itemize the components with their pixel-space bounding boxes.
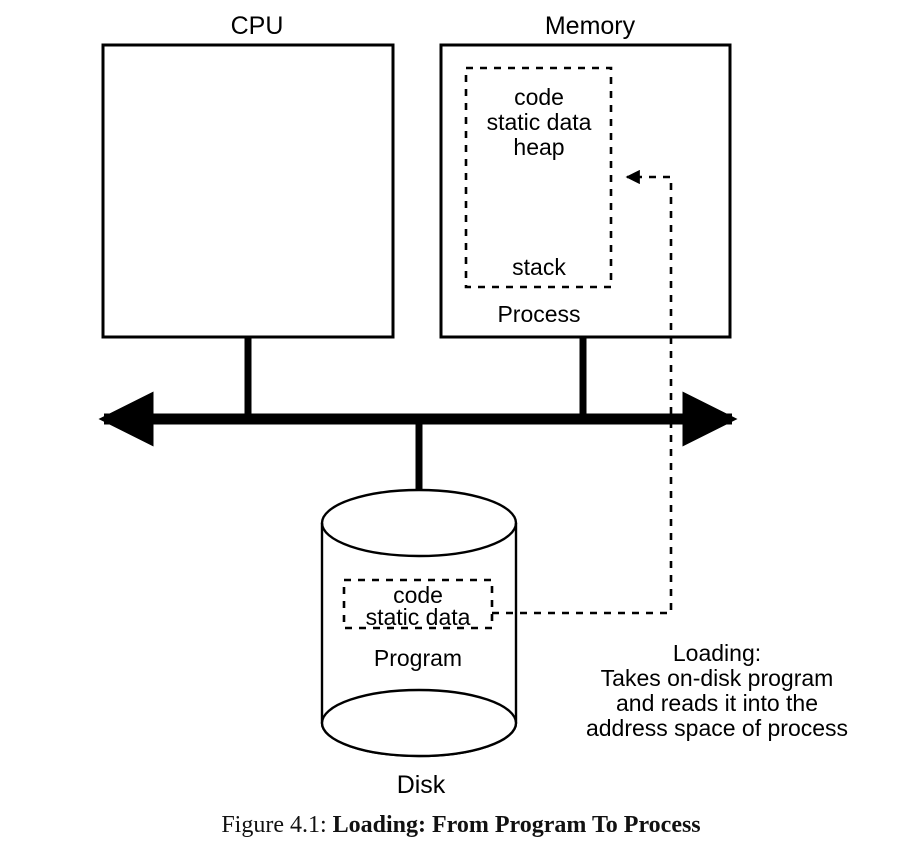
process-address-space-box [464, 66, 613, 289]
memory-label: Memory [545, 12, 636, 40]
memory-box [439, 43, 732, 339]
loading-annotation-line-3: and reads it into the [616, 690, 818, 716]
figure-caption: Figure 4.1:Loading: From Program To Proc… [0, 812, 922, 839]
program-label: Program [374, 645, 462, 671]
cpu-label: CPU [231, 12, 284, 40]
process-segment-stack: stack [512, 254, 566, 280]
disk-top-ellipse [320, 488, 518, 558]
figure-caption-label: Figure 4.1: [221, 812, 327, 838]
process-segment-code: code [514, 84, 564, 110]
loading-annotation-line-2: Takes on-disk program [601, 665, 834, 691]
disk-bottom-ellipse [320, 688, 518, 758]
cpu-box [101, 43, 395, 339]
program-segment-static-data: static data [366, 604, 471, 630]
program-box [342, 578, 494, 630]
process-segment-static-data: static data [487, 109, 592, 135]
process-segment-heap: heap [513, 134, 564, 160]
figure-caption-title: Loading: From Program To Process [332, 812, 701, 838]
loading-flow-arrow [492, 169, 673, 615]
program-segment-code: code [393, 582, 443, 608]
loading-annotation-line-1: Loading: [673, 640, 761, 666]
process-label: Process [497, 301, 580, 327]
loading-annotation-line-4: address space of process [586, 715, 848, 741]
disk-label: Disk [397, 771, 446, 799]
